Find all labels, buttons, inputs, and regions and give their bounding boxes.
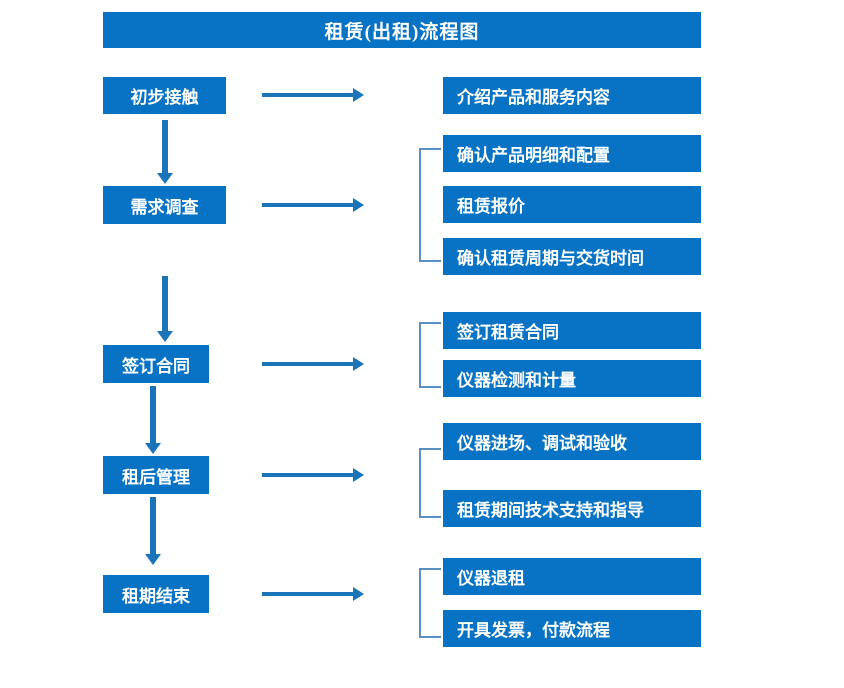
arrow-shaft [150,386,156,443]
stage-to-detail-arrow-1 [262,88,364,102]
arrow-head [353,357,364,371]
stage-box-3[interactable]: 签订合同 [103,345,209,383]
detail-box-3-1[interactable]: 签订租赁合同 [443,312,701,349]
arrow-shaft [162,276,168,331]
stage-down-arrow-4 [145,497,161,565]
arrow-shaft [262,473,353,477]
stage-to-detail-arrow-5 [262,587,364,601]
arrow-head [145,443,161,454]
detail-box-2-2[interactable]: 租赁报价 [443,186,701,223]
arrow-shaft [162,120,168,173]
stage-to-detail-arrow-3 [262,357,364,371]
detail-group-bracket-2 [419,148,441,262]
stage-to-detail-arrow-2 [262,198,364,212]
arrow-head [157,331,173,342]
arrow-shaft [262,203,353,207]
detail-box-5-2[interactable]: 开具发票，付款流程 [443,610,701,647]
arrow-shaft [150,497,156,554]
stage-down-arrow-1 [157,120,173,184]
detail-group-bracket-5 [419,568,441,638]
detail-group-bracket-4 [419,448,441,518]
arrow-head [353,587,364,601]
diagram-title: 租赁(出租)流程图 [103,12,701,48]
stage-box-1[interactable]: 初步接触 [103,77,226,114]
arrow-shaft [262,592,353,596]
detail-box-3-2[interactable]: 仪器检测和计量 [443,360,701,397]
arrow-shaft [262,362,353,366]
arrow-shaft [262,93,353,97]
detail-box-4-2[interactable]: 租赁期间技术支持和指导 [443,490,701,527]
detail-box-1-1[interactable]: 介绍产品和服务内容 [443,77,701,114]
stage-down-arrow-3 [145,386,161,454]
stage-box-2[interactable]: 需求调查 [103,186,226,224]
stage-down-arrow-2 [157,276,173,342]
detail-box-4-1[interactable]: 仪器进场、调试和验收 [443,423,701,460]
detail-group-bracket-3 [419,322,441,388]
arrow-head [157,173,173,184]
detail-box-2-3[interactable]: 确认租赁周期与交货时间 [443,238,701,275]
stage-to-detail-arrow-4 [262,468,364,482]
arrow-head [353,468,364,482]
stage-box-4[interactable]: 租后管理 [103,456,209,494]
arrow-head [353,198,364,212]
detail-box-2-1[interactable]: 确认产品明细和配置 [443,135,701,172]
arrow-head [145,554,161,565]
stage-box-5[interactable]: 租期结束 [103,575,209,613]
arrow-head [353,88,364,102]
detail-box-5-1[interactable]: 仪器退租 [443,558,701,595]
